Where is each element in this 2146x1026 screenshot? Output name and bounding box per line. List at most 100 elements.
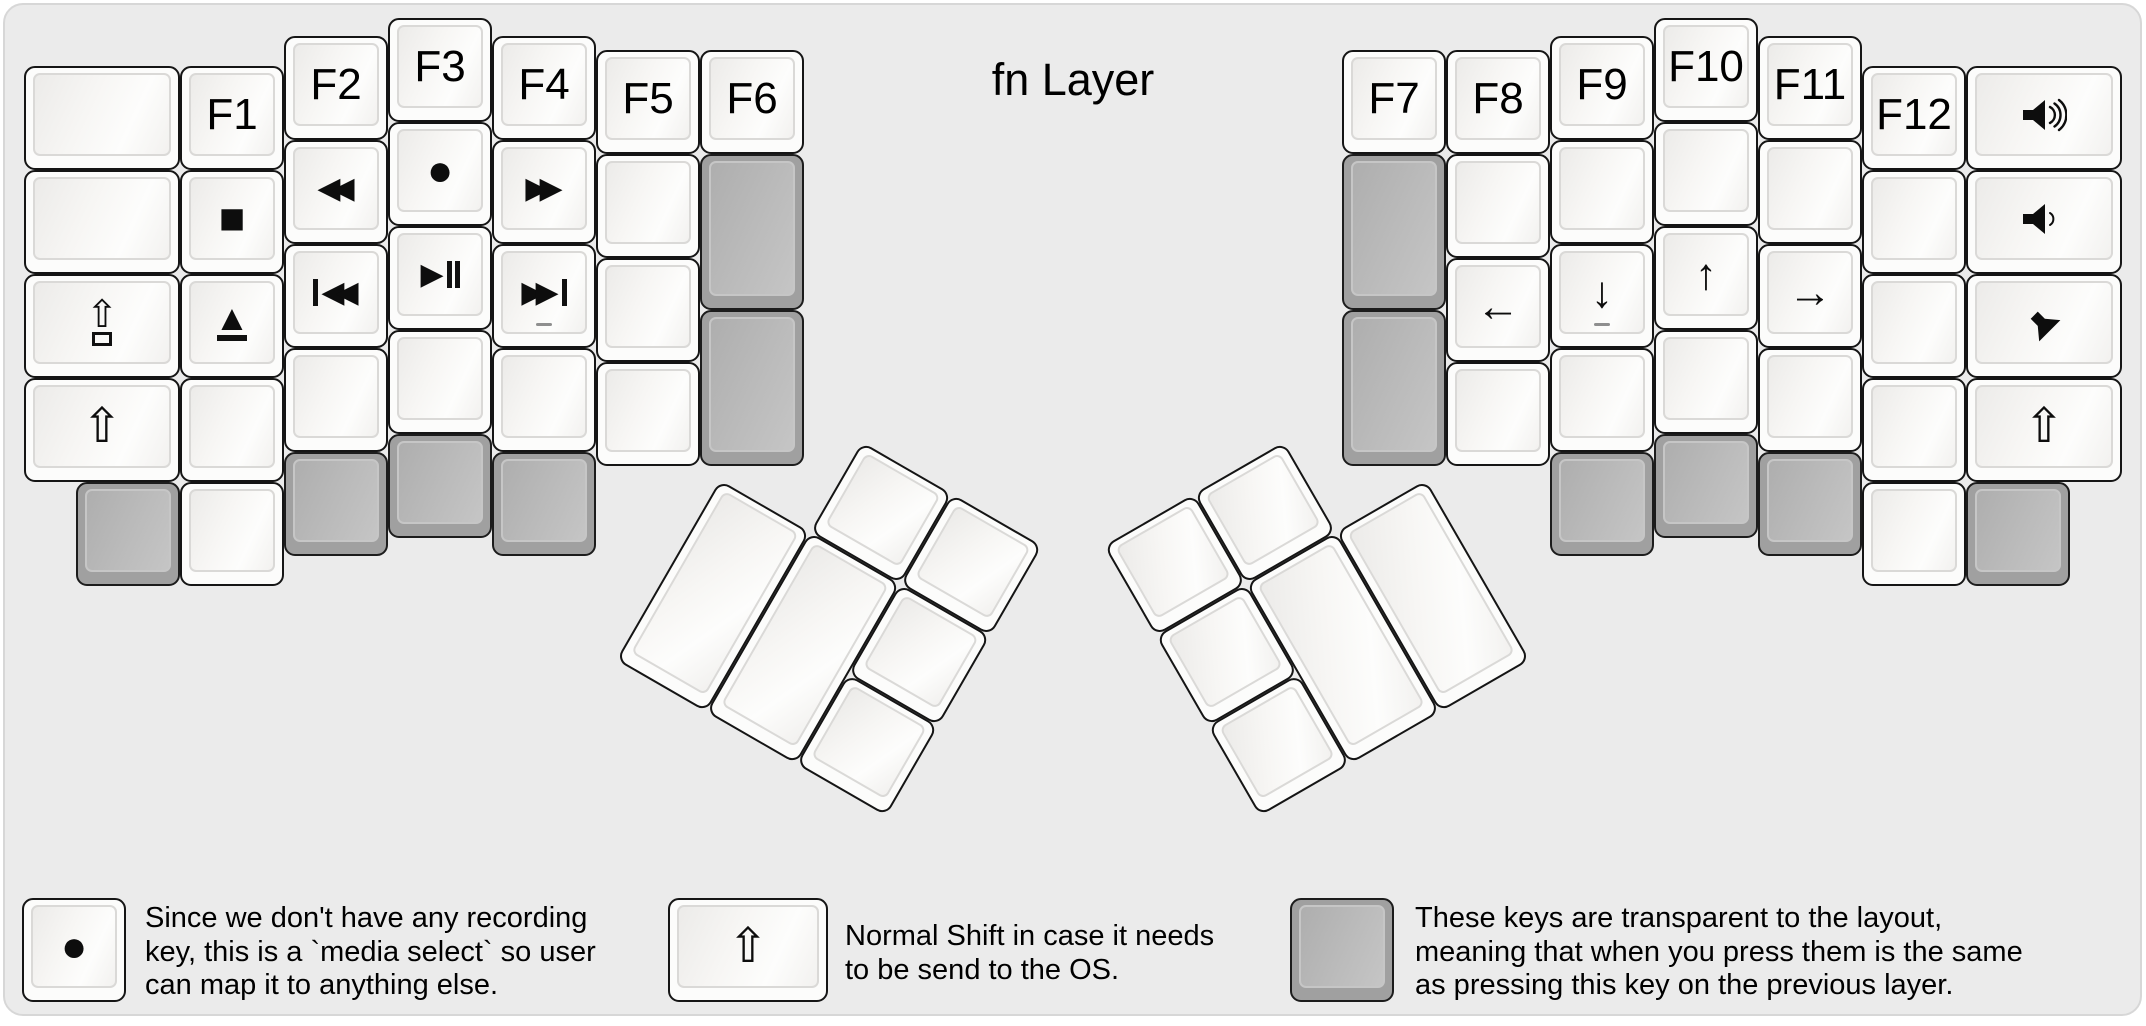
key-left-f5col-row4[interactable]	[596, 362, 700, 466]
key-left-outer-bottom-transparent[interactable]	[76, 482, 180, 586]
keycap-surface	[1299, 905, 1385, 988]
key-left-f1col-bottom[interactable]	[180, 482, 284, 586]
key-right-arrow-up[interactable]: ↑	[1654, 226, 1758, 330]
key-left-record-media-select[interactable]: ●	[388, 122, 492, 226]
key-left-shift[interactable]: ⇧	[24, 378, 180, 482]
key-left-f2col-bottom-transparent[interactable]	[284, 452, 388, 556]
key-left-outer-row2[interactable]	[24, 170, 180, 274]
key-right-f9col-row2[interactable]	[1550, 140, 1654, 244]
key-right-f8[interactable]: F8	[1446, 50, 1550, 154]
key-left-f5[interactable]: F5	[596, 50, 700, 154]
key-left-eject[interactable]: ▲	[180, 274, 284, 378]
key-right-f8col-row4[interactable]	[1446, 362, 1550, 466]
key-left-f2[interactable]: F2	[284, 36, 388, 140]
key-left-f5col-row2[interactable]	[596, 154, 700, 258]
key-right-f10col-row4[interactable]	[1654, 330, 1758, 434]
key-left-stop[interactable]: ■	[180, 170, 284, 274]
volume-up-icon	[2021, 96, 2067, 134]
key-right-f9col-row4[interactable]	[1550, 348, 1654, 452]
key-right-f7[interactable]: F7	[1342, 50, 1446, 154]
key-right-outer-bottom-transparent[interactable]	[1966, 482, 2070, 586]
keycap-surface	[1975, 73, 2113, 156]
keycap-surface: F4	[501, 43, 587, 126]
key-right-f10col-row2[interactable]	[1654, 122, 1758, 226]
keycap-surface	[605, 265, 691, 348]
previous-track-icon: ◀◀	[313, 277, 359, 308]
keycap-surface	[1871, 489, 1957, 572]
keycap-surface	[33, 73, 171, 156]
key-right-f8col-row2[interactable]	[1446, 154, 1550, 258]
key-left-rewind[interactable]: ◀◀	[284, 140, 388, 244]
key-right-f12col-row4[interactable]	[1862, 378, 1966, 482]
key-left-f3col-row4[interactable]	[388, 330, 492, 434]
key-right-inner-tall1-transparent[interactable]	[1342, 154, 1446, 310]
key-right-arrow-left[interactable]: ←	[1446, 258, 1550, 362]
keycap-surface	[1767, 355, 1853, 438]
key-left-f1col-row4[interactable]	[180, 378, 284, 482]
key-right-volume-up[interactable]	[1966, 66, 2122, 170]
key-left-f2col-row4[interactable]	[284, 348, 388, 452]
keycap-surface: ▶	[397, 233, 483, 316]
keycap-surface: F6	[709, 57, 795, 140]
shift-icon: ⇧	[2023, 399, 2065, 453]
keycap-surface	[501, 355, 587, 438]
key-right-f11col-row4[interactable]	[1758, 348, 1862, 452]
keycap-surface	[1351, 317, 1437, 452]
key-left-f6[interactable]: F6	[700, 50, 804, 154]
keycap-surface	[1871, 281, 1957, 364]
key-right-arrow-right[interactable]: →	[1758, 244, 1862, 348]
keycap-surface	[709, 161, 795, 296]
eject-bar	[216, 335, 247, 342]
key-label: F6	[726, 73, 778, 123]
key-label: F3	[414, 41, 466, 91]
key-right-f11col-row2[interactable]	[1758, 140, 1862, 244]
key-right-volume-down[interactable]	[1966, 170, 2122, 274]
key-right-f10[interactable]: F10	[1654, 18, 1758, 122]
keycap-surface: ●	[397, 129, 483, 212]
keycap-surface: ◀◀	[293, 147, 379, 230]
key-right-arrow-down[interactable]: ↓	[1550, 244, 1654, 348]
key-left-f3[interactable]: F3	[388, 18, 492, 122]
key-left-f4[interactable]: F4	[492, 36, 596, 140]
key-right-f9[interactable]: F9	[1550, 36, 1654, 140]
keycap-surface	[1351, 161, 1437, 296]
key-left-f4col-row4[interactable]	[492, 348, 596, 452]
keycap-surface	[397, 441, 483, 524]
shift-icon: ⇧	[81, 399, 123, 453]
keycap-surface: →	[1767, 251, 1853, 334]
key-right-f12col-bottom[interactable]	[1862, 482, 1966, 586]
keycap-surface	[293, 355, 379, 438]
keycap-surface	[1663, 129, 1749, 212]
keycap-surface: F3	[397, 25, 483, 108]
key-left-fast-forward[interactable]: ▶▶	[492, 140, 596, 244]
key-left-prev-track[interactable]: ◀◀	[284, 244, 388, 348]
key-left-inner-tall2-transparent[interactable]	[700, 310, 804, 466]
keycap-surface	[1663, 441, 1749, 524]
key-right-f11[interactable]: F11	[1758, 36, 1862, 140]
key-right-inner-tall2-transparent[interactable]	[1342, 310, 1446, 466]
key-right-f12col-row3[interactable]	[1862, 274, 1966, 378]
key-left-f4col-bottom-transparent[interactable]	[492, 452, 596, 556]
key-left-f1[interactable]: F1	[180, 66, 284, 170]
key-left-outer-row1[interactable]	[24, 66, 180, 170]
key-right-shift[interactable]: ⇧	[1966, 378, 2122, 482]
key-right-f11col-bottom-transparent[interactable]	[1758, 452, 1862, 556]
record-icon: ●	[426, 145, 454, 195]
key-right-f10col-bottom-transparent[interactable]	[1654, 434, 1758, 538]
keycap-surface	[501, 459, 587, 542]
key-left-f5col-row3[interactable]	[596, 258, 700, 362]
keycap-surface: ⇧	[1975, 385, 2113, 468]
eject-icon: ▲	[214, 299, 250, 342]
keycap-surface	[1559, 147, 1645, 230]
key-right-mute[interactable]	[1966, 274, 2122, 378]
key-right-f12[interactable]: F12	[1862, 66, 1966, 170]
keycap-surface: F7	[1351, 57, 1437, 140]
key-right-f12col-row2[interactable]	[1862, 170, 1966, 274]
key-left-f3col-bottom-transparent[interactable]	[388, 434, 492, 538]
key-left-inner-tall1-transparent[interactable]	[700, 154, 804, 310]
key-left-next-track[interactable]: ▶▶	[492, 244, 596, 348]
homing-dash	[536, 322, 552, 326]
key-left-play-pause[interactable]: ▶	[388, 226, 492, 330]
key-left-caps-lock[interactable]: ⇧	[24, 274, 180, 378]
key-right-f9col-bottom-transparent[interactable]	[1550, 452, 1654, 556]
